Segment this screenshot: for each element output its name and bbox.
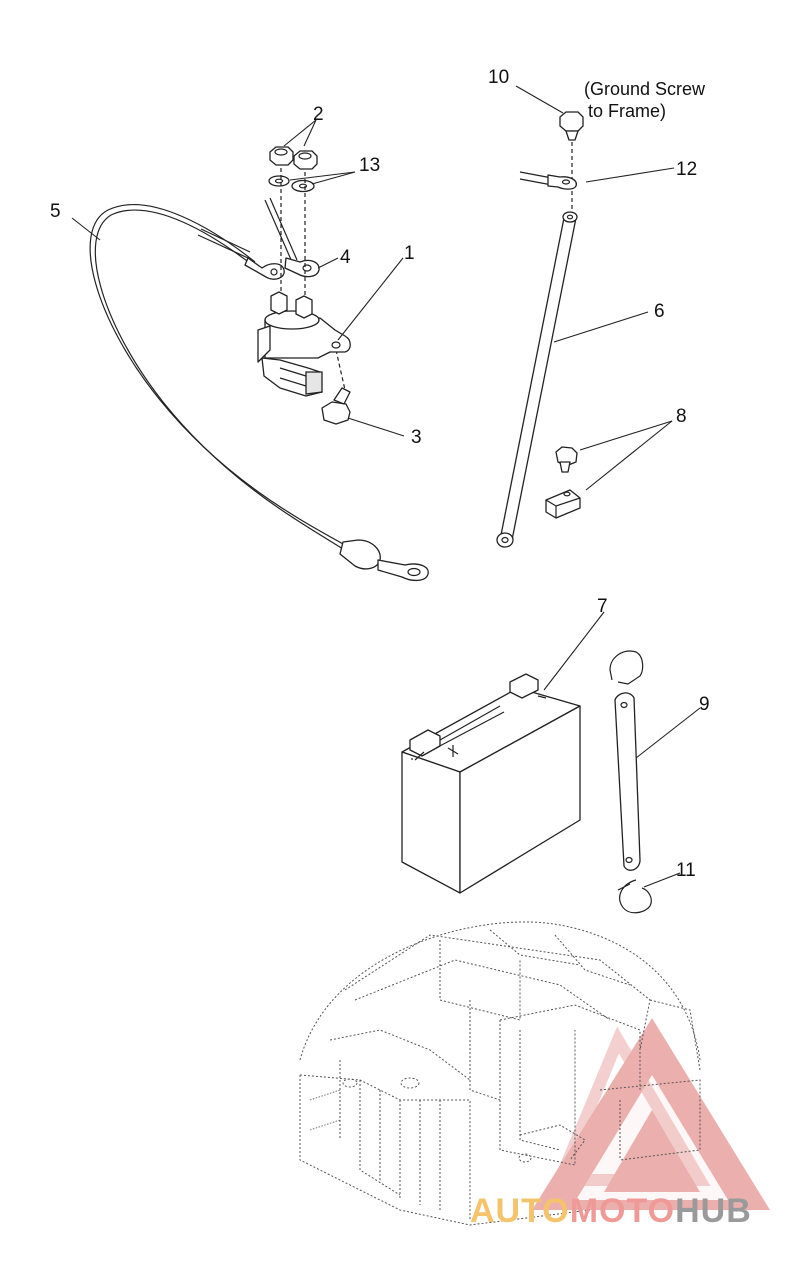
callout-9: 9	[699, 694, 710, 715]
watermark-wordmark: AUTOMOTOHUB	[470, 1192, 752, 1230]
callout-10: 10	[488, 67, 509, 88]
part-3-screw	[321, 387, 351, 425]
vehicle-frame	[299, 921, 701, 1226]
part-5-cable	[89, 204, 429, 582]
part-2-nuts	[269, 146, 318, 170]
callout-5: 5	[50, 201, 61, 222]
part-12-ground-terminal	[519, 171, 577, 190]
watermark-hub: HUB	[675, 1192, 752, 1230]
callout-11: 11	[676, 860, 696, 881]
callout-12: 12	[676, 159, 697, 180]
part-13-washers	[268, 175, 315, 193]
part-6-strap	[496, 211, 578, 548]
part-1-solenoid	[257, 291, 351, 397]
leader-lines	[71, 85, 701, 888]
part-11-clip	[617, 879, 652, 914]
note-line-2: to Frame)	[588, 101, 666, 121]
ground-screw-note: (Ground Screw to Frame)	[584, 79, 706, 121]
watermark-auto: AUTO	[470, 1192, 570, 1230]
part-4-cable-terminals	[197, 197, 320, 278]
part-8-bolt-clip	[545, 446, 581, 519]
part-7-battery	[401, 673, 581, 894]
callout-1: 1	[404, 243, 415, 264]
svg-text:AUTOMOTOHUB: AUTOMOTOHUB	[470, 1192, 752, 1230]
watermark-moto: MOTO	[570, 1192, 675, 1230]
part-9-hold-down	[609, 650, 644, 871]
callout-labels: 1 2 3 4 5 6 7 8 9 10 11 12 13	[50, 67, 710, 881]
callout-13: 13	[359, 155, 380, 176]
callout-2: 2	[313, 104, 324, 125]
callout-6: 6	[654, 301, 665, 322]
callout-3: 3	[411, 427, 422, 448]
callout-4: 4	[340, 247, 351, 268]
callout-8: 8	[676, 406, 687, 427]
assembly-centerlines	[280, 168, 346, 391]
note-line-1: (Ground Screw	[584, 79, 706, 99]
callout-7: 7	[597, 596, 608, 617]
part-10-ground-screw	[559, 111, 584, 215]
watermark-logo-triangle	[532, 1018, 770, 1210]
